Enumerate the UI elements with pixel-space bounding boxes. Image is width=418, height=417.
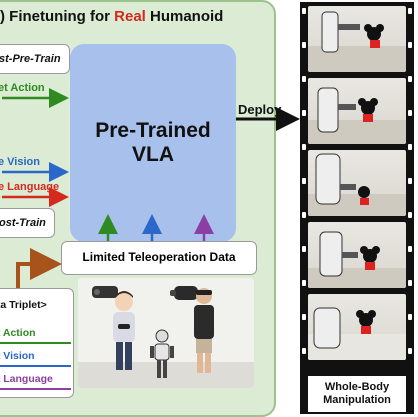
section-title: ) Finetuning for Real Humanoid xyxy=(0,8,300,25)
triplet-language-underline xyxy=(0,388,71,390)
deploy-frame-4 xyxy=(308,222,406,288)
film-strip: Whole-Body Manipulation xyxy=(300,2,414,414)
robot-gripper-icon xyxy=(308,307,406,360)
film-hole xyxy=(408,178,412,184)
title-prefix: ) Finetuning for xyxy=(0,8,115,25)
post-pretrain-box: st-Pre-Train xyxy=(0,44,70,74)
target-language-label: e Language xyxy=(0,181,60,193)
film-hole xyxy=(408,314,412,320)
deploy-frame-2 xyxy=(308,78,406,144)
film-hole xyxy=(302,178,306,184)
teleoperation-photo xyxy=(78,278,254,388)
teleoperation-data-box: Limited Teleoperation Data xyxy=(61,241,257,275)
deploy-frame-3 xyxy=(308,150,406,216)
vla-line2: VLA xyxy=(132,143,174,166)
caption-line1: Whole-Body xyxy=(324,381,390,393)
film-hole xyxy=(408,110,412,116)
film-hole xyxy=(302,314,306,320)
mickey-plush-icon xyxy=(308,87,406,144)
robot-gripper-icon xyxy=(308,153,406,216)
deploy-label: Deploy xyxy=(238,102,282,117)
target-vision-label: e Vision xyxy=(0,156,40,168)
triplet-action-underline xyxy=(0,342,71,344)
triplet-language: et Language xyxy=(0,373,53,385)
film-hole xyxy=(408,280,412,286)
film-hole xyxy=(408,246,412,252)
film-hole xyxy=(302,246,306,252)
film-hole xyxy=(302,8,306,14)
data-triplet-box: ata Triplet> et Action et Vision et Lang… xyxy=(0,288,74,398)
pretrained-vla-box: Pre-Trained VLA xyxy=(70,44,236,242)
deploy-frame-1 xyxy=(308,6,406,72)
title-suffix: Humanoid xyxy=(145,8,224,25)
triplet-vision: et Vision xyxy=(0,350,35,362)
film-hole xyxy=(408,212,412,218)
robot-gripper-icon xyxy=(308,11,406,72)
triplet-header: ata Triplet> xyxy=(0,299,47,311)
film-hole xyxy=(302,76,306,82)
film-hole xyxy=(302,110,306,116)
film-hole xyxy=(408,348,412,354)
deploy-frame-5 xyxy=(308,294,406,360)
film-hole xyxy=(302,42,306,48)
caption-line2: Manipulation xyxy=(323,394,391,406)
vla-line1: Pre-Trained xyxy=(95,119,211,142)
triplet-vision-underline xyxy=(0,365,71,367)
film-hole xyxy=(408,8,412,14)
film-hole xyxy=(302,212,306,218)
post-train-box: ost-Train xyxy=(0,208,55,238)
mickey-plush-icon xyxy=(308,231,406,288)
film-hole xyxy=(408,42,412,48)
vr-headset-icon xyxy=(170,286,198,300)
operator-person-icon xyxy=(113,291,135,370)
operator-person-icon xyxy=(194,288,214,373)
film-hole xyxy=(302,280,306,286)
target-action-label: et Action xyxy=(0,82,45,94)
title-real: Real xyxy=(114,8,146,25)
film-hole xyxy=(408,76,412,82)
film-hole xyxy=(408,144,412,150)
film-hole xyxy=(302,144,306,150)
handheld-controller-icon xyxy=(92,286,118,298)
film-hole xyxy=(302,348,306,354)
whole-body-manipulation-caption: Whole-Body Manipulation xyxy=(308,376,406,412)
teleop-scene xyxy=(78,278,254,388)
triplet-action: et Action xyxy=(0,327,36,339)
humanoid-robot-icon xyxy=(150,329,174,378)
